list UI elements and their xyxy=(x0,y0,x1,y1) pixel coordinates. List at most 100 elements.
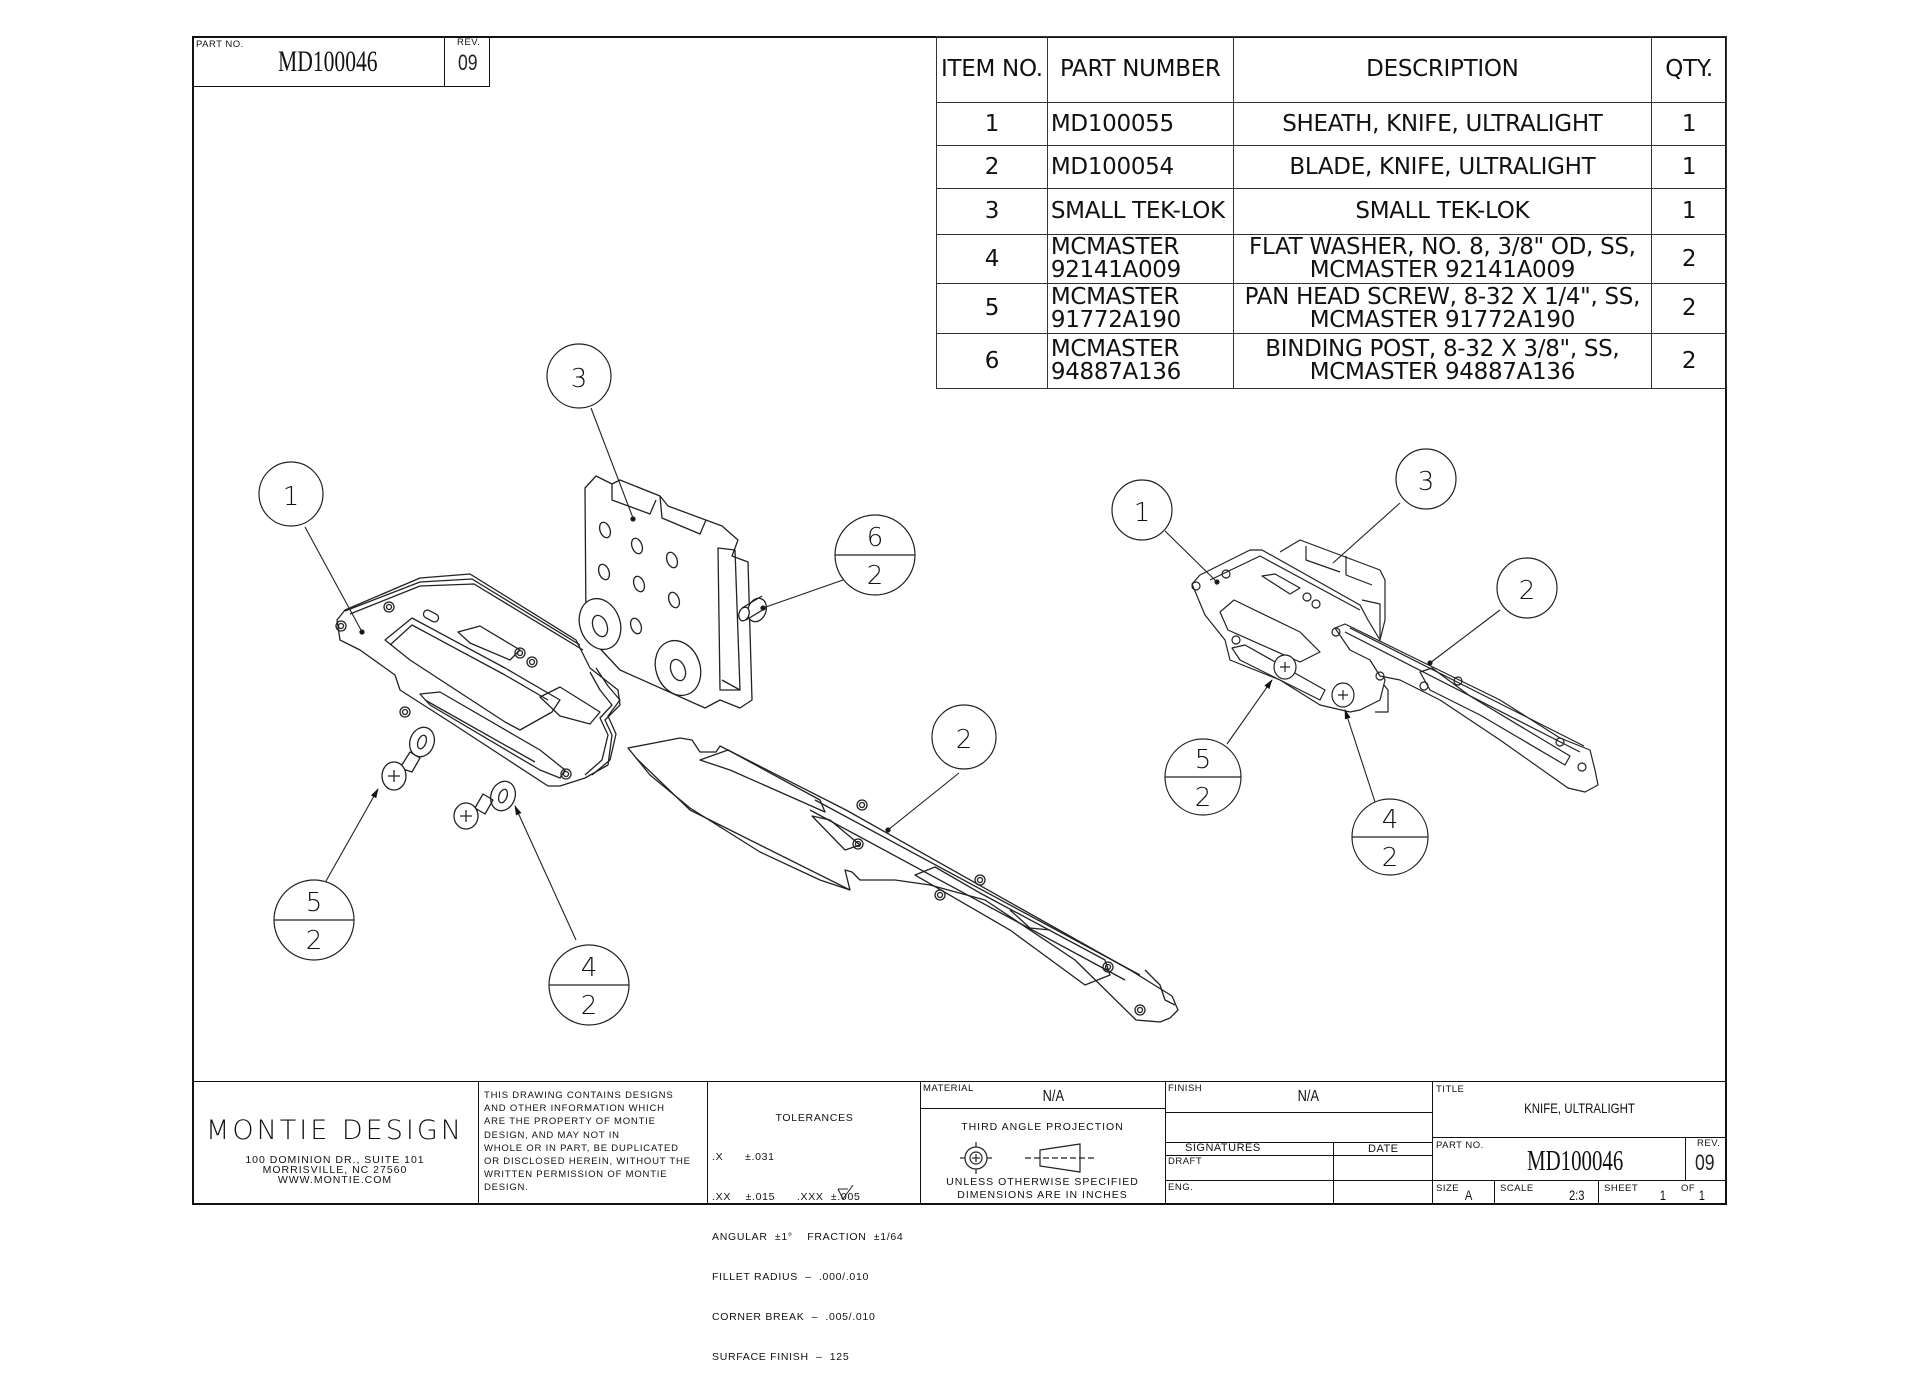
balloon-label: 1 xyxy=(1134,498,1151,528)
units-note: UNLESS OTHERWISE SPECIFIED DIMENSIONS AR… xyxy=(920,1176,1165,1202)
title-label: TITLE xyxy=(1436,1084,1465,1095)
sheath-part-assembled xyxy=(1191,549,1386,713)
bill-of-materials-table: ITEM NO. PART NUMBER DESCRIPTION QTY. 1 … xyxy=(936,36,1727,389)
title-block-divider xyxy=(707,1081,708,1205)
balloon-item-3: 3 xyxy=(1395,448,1457,510)
signatures-header-bottom xyxy=(1165,1155,1432,1156)
bom-part-number-line2: 94887A136 xyxy=(1050,359,1181,385)
bom-qty: 2 xyxy=(1651,283,1727,334)
bom-description: BLADE, KNIFE, ULTRALIGHT xyxy=(1232,145,1653,189)
bom-description-line1: BLADE, KNIFE, ULTRALIGHT xyxy=(1289,153,1596,180)
title-block-divider xyxy=(1165,1081,1166,1205)
exploded-balloons: 1 3 6 2 2 5 2 4 2 xyxy=(258,343,997,1026)
signatures-label: SIGNATURES xyxy=(1185,1142,1261,1154)
draft-label: DRAFT xyxy=(1168,1156,1203,1167)
blade-part-exploded xyxy=(627,737,1179,1023)
rev-value: 09 xyxy=(1695,1150,1715,1175)
assembled-balloons: 1 3 2 5 2 4 2 xyxy=(1111,448,1558,876)
partno-row-bottom xyxy=(1432,1180,1727,1181)
top-part-number-box xyxy=(192,36,490,87)
bom-description-line2: MCMASTER 94887A136 xyxy=(1309,359,1576,385)
balloon-qty: 2 xyxy=(1382,843,1399,873)
balloon-item-2: 2 xyxy=(931,704,997,770)
notice-line: OR DISCLOSED HEREIN, WITHOUT THE xyxy=(484,1156,691,1168)
bom-part-number-line1: SMALL TEK-LOK xyxy=(1050,198,1225,224)
binding-post-part-exploded xyxy=(738,595,768,623)
bom-description-line1: PAN HEAD SCREW, 8-32 X 1/4", SS, xyxy=(1244,283,1641,310)
bom-item-no: 3 xyxy=(936,188,1048,235)
top-rev-divider xyxy=(444,36,445,87)
bom-row: 2 MD100054 BLADE, KNIFE, ULTRALIGHT 1 xyxy=(936,145,1727,189)
bom-qty: 2 xyxy=(1651,234,1727,284)
third-angle-projection-icon xyxy=(960,1142,1095,1174)
title-block-divider xyxy=(920,1081,921,1205)
bom-qty: 1 xyxy=(1651,102,1727,146)
scale-label: SCALE xyxy=(1500,1183,1534,1194)
bom-description-line1: SMALL TEK-LOK xyxy=(1355,198,1530,224)
bom-description: SHEATH, KNIFE, ULTRALIGHT xyxy=(1232,102,1653,146)
surface-finish-icon xyxy=(837,1185,854,1200)
drawing-title: KNIFE, ULTRALIGHT xyxy=(1524,1100,1635,1116)
bom-part-number-line1: MCMASTER xyxy=(1050,234,1180,260)
top-part-no-label: PART NO. xyxy=(196,39,244,50)
balloon-label: 4 xyxy=(1382,805,1399,835)
notice-line: WHOLE OR IN PART, BE DUPLICATED xyxy=(484,1142,679,1154)
bom-header-description: DESCRIPTION xyxy=(1232,36,1653,103)
assembled-view xyxy=(1191,539,1599,793)
balloon-qty: 2 xyxy=(1195,783,1212,813)
tolerance-x: .X ±.031 xyxy=(712,1151,775,1164)
balloon-label: 5 xyxy=(306,888,323,918)
title-block-divider xyxy=(1432,1081,1433,1205)
size-label: SIZE xyxy=(1436,1183,1460,1194)
balloon-label: 3 xyxy=(571,364,588,394)
balloon-item-5-qty: 5 2 xyxy=(273,879,355,961)
tolerances-block: TOLERANCES .X ±.031 .XX ±.015 .XXX ±.005… xyxy=(712,1085,917,1378)
balloon-item-1: 1 xyxy=(258,461,324,527)
bom-part-number-line2: 91772A190 xyxy=(1050,306,1181,333)
bom-header-item-no: ITEM NO. xyxy=(936,36,1048,103)
top-rev-label: REV. xyxy=(457,37,481,48)
balloon-item-4-qty: 4 2 xyxy=(1351,798,1429,876)
size-value: A xyxy=(1464,1187,1473,1203)
tolerances-title: TOLERANCES xyxy=(775,1111,854,1124)
material-value: N/A xyxy=(1042,1088,1065,1105)
title-block-divider xyxy=(478,1081,479,1205)
finish-divider xyxy=(1165,1112,1432,1113)
top-rev-value: 09 xyxy=(458,50,478,75)
bom-qty: 1 xyxy=(1651,188,1727,235)
notice-line: DESIGN, AND MAY NOT IN xyxy=(484,1129,620,1141)
tolerance-corner: CORNER BREAK – .005/.010 xyxy=(712,1311,876,1324)
bom-description: PAN HEAD SCREW, 8-32 X 1/4", SS,MCMASTER… xyxy=(1232,283,1653,334)
sheet-total: 1 xyxy=(1698,1187,1706,1203)
notice-line: AND OTHER INFORMATION WHICH xyxy=(484,1103,665,1115)
bom-header-row: ITEM NO. PART NUMBER DESCRIPTION QTY. xyxy=(936,36,1727,103)
balloon-label: 6 xyxy=(867,523,884,553)
balloon-label: 5 xyxy=(1195,745,1212,775)
exploded-view xyxy=(335,475,1179,1023)
address-line-3: WWW.MONTIE.COM xyxy=(277,1174,393,1186)
bom-description-line1: SHEATH, KNIFE, ULTRALIGHT xyxy=(1282,110,1603,137)
balloon-item-1: 1 xyxy=(1111,479,1173,541)
top-part-no-value: MD100046 xyxy=(278,45,378,78)
company-address: 100 DOMINION DR., SUITE 101 MORRISVILLE,… xyxy=(192,1155,478,1186)
of-label: OF xyxy=(1681,1183,1696,1194)
signatures-top xyxy=(1165,1142,1432,1143)
bom-row: 1 MD100055 SHEATH, KNIFE, ULTRALIGHT 1 xyxy=(936,102,1727,146)
assembled-leaders xyxy=(1164,502,1501,806)
bom-qty: 1 xyxy=(1651,145,1727,189)
tolerance-angular-fraction: ANGULAR ±1° FRACTION ±1/64 xyxy=(712,1231,904,1244)
balloon-label: 3 xyxy=(1418,467,1435,497)
balloon-label: 4 xyxy=(581,953,598,983)
bom-part-number-line1: MCMASTER xyxy=(1050,283,1180,310)
notice-line: ARE THE PROPERTY OF MONTIE xyxy=(484,1116,656,1128)
notice-line: THIS DRAWING CONTAINS DESIGNS xyxy=(484,1090,674,1101)
tolerance-xx-xxx: .XX ±.015 .XXX ±.005 xyxy=(712,1191,861,1204)
units-note-line-2: DIMENSIONS ARE IN INCHES xyxy=(957,1189,1128,1201)
date-label: DATE xyxy=(1368,1143,1399,1155)
screw-and-washer-parts-exploded xyxy=(381,726,517,830)
address-line-2: MORRISVILLE, NC 27560 xyxy=(262,1164,408,1176)
bom-item-no: 2 xyxy=(936,145,1048,189)
